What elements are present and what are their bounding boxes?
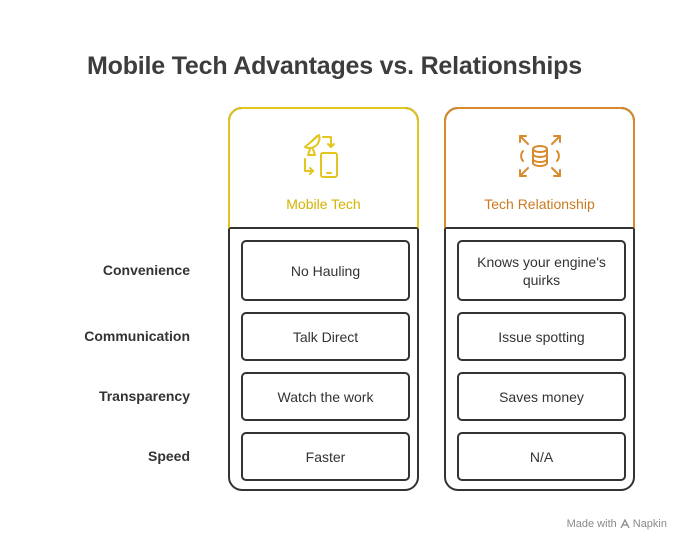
column-label-tech-relationship: Tech Relationship: [484, 196, 595, 212]
column-header-mobile-tech: Mobile Tech: [228, 107, 419, 229]
column-header-tech-relationship: Tech Relationship: [444, 107, 635, 229]
cell-mobile-communication: Talk Direct: [241, 312, 410, 361]
cell-relationship-transparency: Saves money: [457, 372, 626, 421]
footer-prefix: Made with: [566, 518, 617, 530]
row-label-convenience: Convenience: [102, 262, 190, 278]
database-expand-icon: [519, 135, 561, 177]
napkin-logo-icon: [620, 519, 630, 529]
cell-mobile-convenience: No Hauling: [241, 240, 410, 301]
column-label-mobile-tech: Mobile Tech: [286, 196, 361, 212]
page-title: Mobile Tech Advantages vs. Relationships: [87, 52, 582, 80]
satellite-phone-icon: [304, 134, 338, 178]
column-tech-relationship: Tech Relationship Knows your engine's qu…: [444, 107, 635, 491]
row-label-transparency: Transparency: [98, 388, 190, 404]
footer-brand: Napkin: [632, 518, 667, 530]
cell-mobile-speed: Faster: [241, 432, 410, 481]
row-label-speed: Speed: [147, 448, 190, 464]
cell-mobile-transparency: Watch the work: [241, 372, 410, 421]
cell-relationship-speed: N/A: [457, 432, 626, 481]
footer-watermark: Made with Napkin: [567, 518, 667, 530]
cell-relationship-communication: Issue spotting: [457, 312, 626, 361]
cell-relationship-convenience: Knows your engine's quirks: [457, 240, 626, 301]
column-mobile-tech: Mobile Tech No Hauling Talk Direct Watch…: [228, 107, 419, 491]
row-label-communication: Communication: [84, 328, 190, 344]
